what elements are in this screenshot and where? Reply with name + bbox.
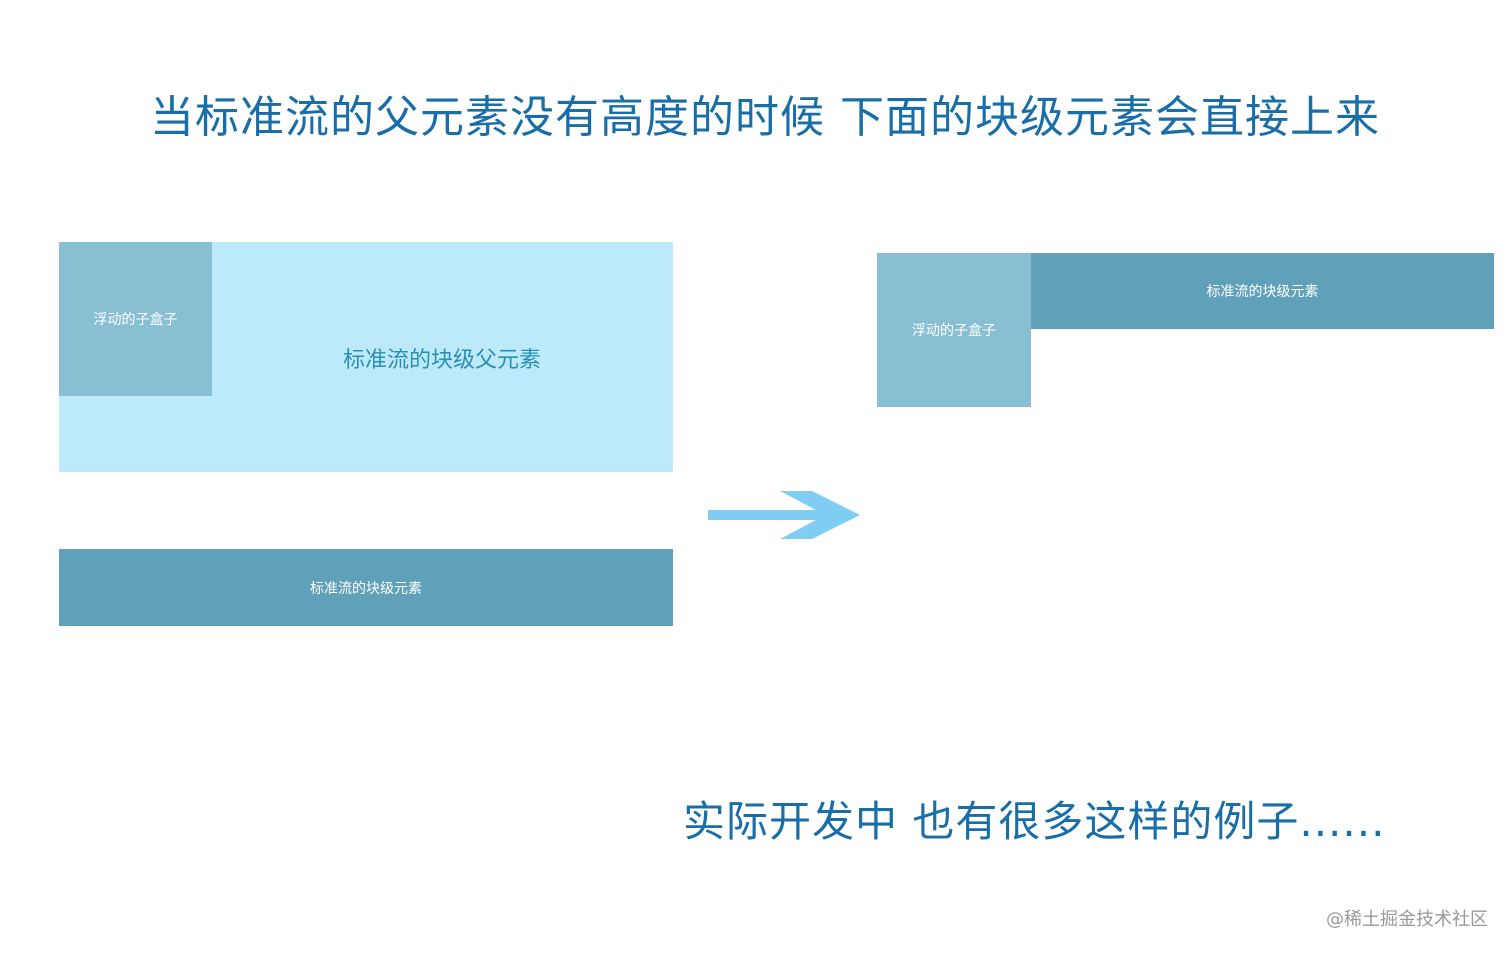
footer-note: 实际开发中 也有很多这样的例子......: [683, 797, 1386, 846]
floating-child-box-right: 浮动的子盒子: [877, 253, 1031, 407]
floating-child-label-right: 浮动的子盒子: [912, 323, 996, 339]
floating-child-label-left: 浮动的子盒子: [93, 312, 178, 328]
standard-block-box-right: 标准流的块级元素: [1031, 253, 1494, 329]
standard-block-label-right: 标准流的块级元素: [1206, 284, 1319, 300]
parent-block-label: 标准流的块级父元素: [342, 348, 541, 373]
standard-block-box-left: 标准流的块级元素: [59, 549, 673, 626]
watermark: @稀土掘金技术社区: [1326, 909, 1488, 930]
arrow-right-icon: [708, 491, 860, 539]
page-title: 当标准流的父元素没有高度的时候 下面的块级元素会直接上来: [150, 92, 1380, 143]
floating-child-box-left: 浮动的子盒子: [59, 242, 212, 396]
standard-block-label-left: 标准流的块级元素: [310, 580, 422, 597]
